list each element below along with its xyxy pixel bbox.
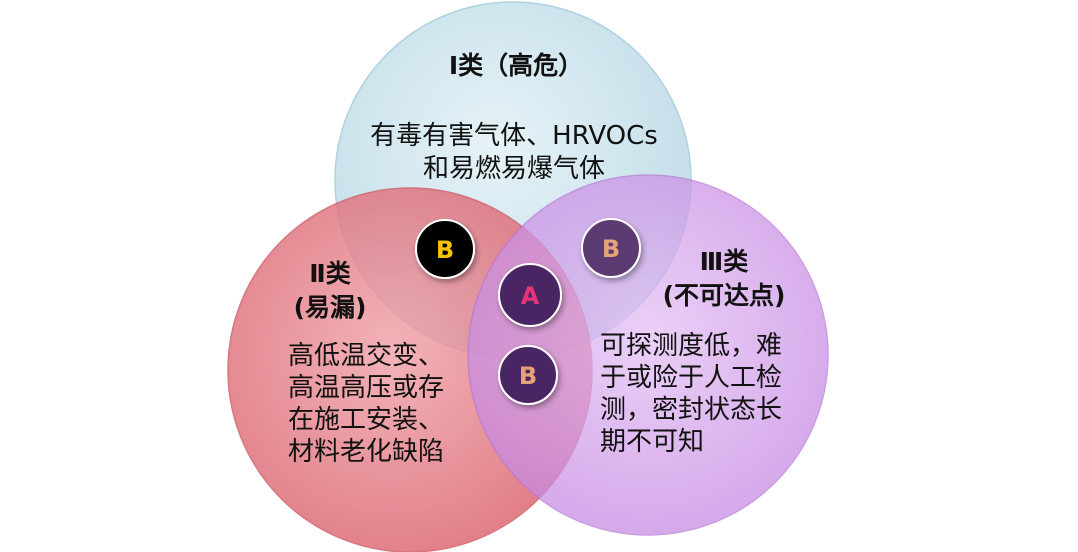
class3-title-line-1: Ⅲ类 [700, 247, 750, 276]
badge-b-bottom-label: B [519, 362, 537, 390]
class3-line-2: 于或险于人工检 [600, 363, 782, 393]
class2-line-3: 在施工安装、 [288, 405, 444, 435]
circle-class3 [467, 174, 829, 536]
badge-b-top-right-label: B [602, 235, 620, 263]
class1-line-2: 和易燃易爆气体 [423, 154, 605, 184]
badge-b-top-left-circle [415, 219, 475, 279]
badge-b-bottom: B [498, 345, 558, 405]
class3-title-line-2: (不可达点) [663, 281, 786, 310]
badge-b-top-right-circle [581, 218, 641, 278]
class1-title: Ⅰ类（高危） [449, 51, 583, 80]
class3-line-3: 测，密封状态长 [600, 395, 782, 425]
class2-line-2: 高温高压或存 [288, 373, 444, 403]
badge-b-top-right: B [581, 218, 641, 278]
class2-title-line-2: (易漏) [294, 293, 367, 322]
badge-b-bottom-circle [498, 345, 558, 405]
class3-line-1: 可探测度低，难 [600, 331, 782, 361]
class2-line-4: 材料老化缺陷 [288, 437, 444, 467]
badge-b-top-left: B [415, 219, 475, 279]
badge-a-center-circle [498, 263, 562, 327]
badge-b-top-left-label: B [436, 236, 454, 264]
class2-line-1: 高低温交变、 [288, 341, 444, 371]
badge-a-center-label: A [521, 282, 540, 310]
class1-line-1: 有毒有害气体、HRVOCs [370, 121, 658, 151]
class3-line-4: 期不可知 [600, 427, 704, 457]
class2-title-line-1: Ⅱ类 [309, 259, 351, 288]
badge-a-center: A [498, 263, 562, 327]
